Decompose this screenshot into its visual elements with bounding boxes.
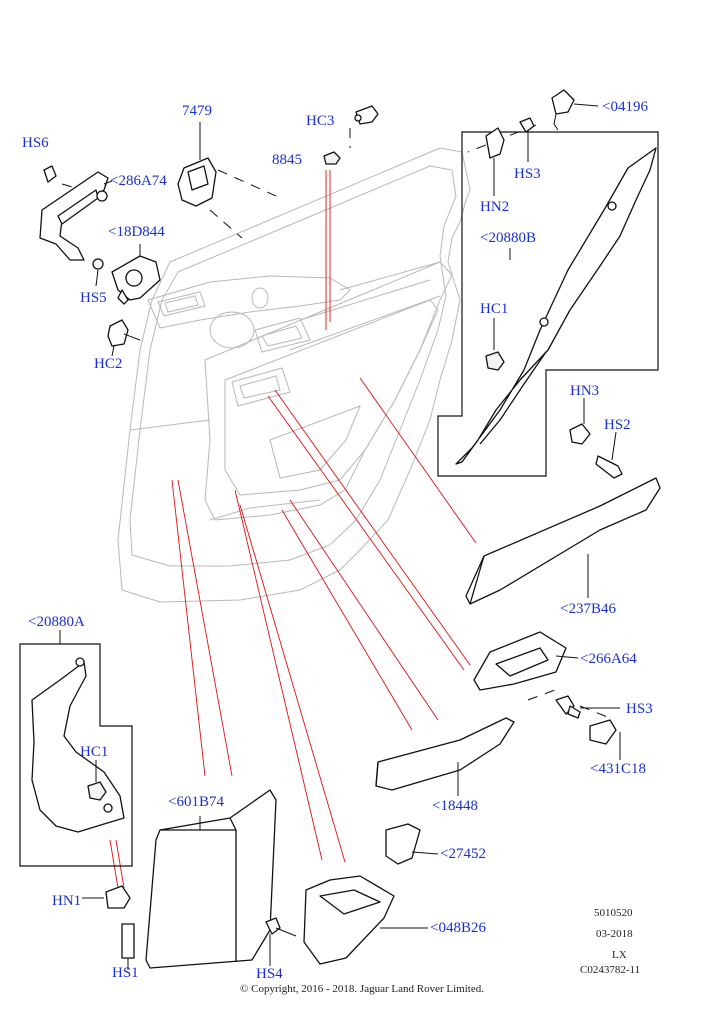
copyright-notice: © Copyright, 2016 - 2018. Jaguar Land Ro… <box>240 983 484 995</box>
callout-266a64[interactable]: <266A64 <box>580 651 637 667</box>
part-18448-pull-strap <box>375 717 515 796</box>
callout-18d844[interactable]: <18D844 <box>108 224 165 240</box>
bracket-frame-left <box>19 643 133 867</box>
part-18d844-plate <box>92 244 161 305</box>
part-20880a-bracket <box>31 630 125 833</box>
part-hc1-clip-right <box>485 318 505 371</box>
callout-hs4[interactable]: HS4 <box>256 966 283 982</box>
part-hn3-hs2 <box>569 398 623 479</box>
callout-hc2[interactable]: HC2 <box>94 356 123 372</box>
callout-hs3-mid[interactable]: HS3 <box>626 701 653 717</box>
callout-286a74[interactable]: <286A74 <box>110 173 167 189</box>
part-7479-actuator <box>177 122 217 207</box>
part-hs3-screw-mid <box>555 695 620 719</box>
callout-431c18[interactable]: <431C18 <box>590 761 646 777</box>
callout-hc1-right[interactable]: HC1 <box>480 301 509 317</box>
callout-27452[interactable]: <27452 <box>440 846 486 862</box>
part-04196-bracket <box>551 89 599 131</box>
part-hc2-clip <box>107 319 141 357</box>
part-27452-trim <box>385 823 439 865</box>
bracket-frame-right <box>437 131 659 477</box>
part-hn2-nut <box>485 127 505 159</box>
part-431c18-cap <box>589 719 621 760</box>
door-panel-outline <box>117 147 471 603</box>
callout-7479[interactable]: 7479 <box>182 103 212 119</box>
callout-hs1[interactable]: HS1 <box>112 965 139 981</box>
leader-286a74 <box>103 180 113 185</box>
part-048b26-storage-bin <box>303 875 428 965</box>
callout-20880a[interactable]: <20880A <box>28 614 85 630</box>
part-20880b-trim <box>455 147 657 465</box>
callout-hs6[interactable]: HS6 <box>22 135 49 151</box>
callout-hc1-left[interactable]: HC1 <box>80 744 109 760</box>
part-266a64-handle <box>473 631 579 691</box>
part-601b74-lower-panel <box>145 789 277 969</box>
diagram-number: 5010520 <box>594 907 633 919</box>
part-hs4-screw <box>265 917 297 966</box>
part-hs3-screw-top <box>519 117 535 162</box>
callout-hc3[interactable]: HC3 <box>306 113 335 129</box>
assembly-guide-lines <box>109 170 477 889</box>
callout-hs5[interactable]: HS5 <box>80 290 107 306</box>
part-hc3-clip <box>354 105 379 125</box>
callout-8845[interactable]: 8845 <box>272 152 302 168</box>
callout-601b74[interactable]: <601B74 <box>168 794 224 810</box>
diagram-code: C0243782-11 <box>580 964 641 976</box>
part-8845-clip <box>323 151 341 165</box>
dashed-assembly-lines <box>61 124 611 719</box>
callout-18448[interactable]: <18448 <box>432 798 478 814</box>
part-237b46-armrest <box>465 477 661 605</box>
part-latch-bracket <box>39 165 109 261</box>
callout-048b26[interactable]: <048B26 <box>430 920 486 936</box>
callout-hn2[interactable]: HN2 <box>480 199 510 215</box>
callout-hn1[interactable]: HN1 <box>52 893 82 909</box>
callout-237b46[interactable]: <237B46 <box>560 601 616 617</box>
callout-hs3-top[interactable]: HS3 <box>514 166 541 182</box>
callout-04196[interactable]: <04196 <box>602 99 648 115</box>
part-hc1-clip-left <box>87 760 107 801</box>
callout-20880b[interactable]: <20880B <box>480 230 536 246</box>
diagram-date: 03-2018 <box>596 928 633 940</box>
callout-hn3[interactable]: HN3 <box>570 383 600 399</box>
callout-hs2[interactable]: HS2 <box>604 417 631 433</box>
diagram-model: LX <box>612 949 627 961</box>
part-hn1-hs1 <box>82 885 135 970</box>
